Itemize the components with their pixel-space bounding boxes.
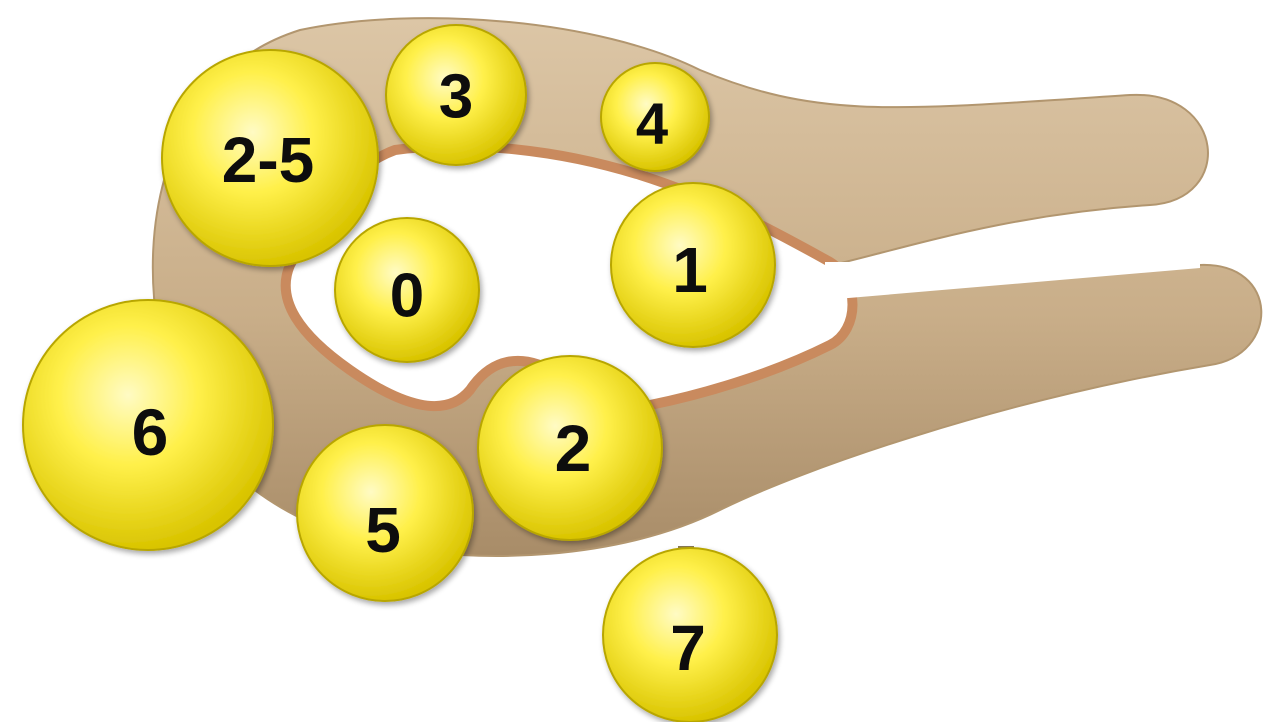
node-5-label: 5 xyxy=(365,494,401,566)
node-2-5-label: 2-5 xyxy=(222,124,315,196)
node-1: 1 xyxy=(611,183,775,347)
node-3: 3 xyxy=(386,25,526,165)
node-2-label: 2 xyxy=(555,411,592,485)
node-7-label: 7 xyxy=(670,612,706,684)
node-3-label: 3 xyxy=(439,63,473,132)
node-0: 0 xyxy=(335,218,479,362)
node-1-label: 1 xyxy=(672,234,708,306)
node-4-label: 4 xyxy=(636,92,668,157)
node-2-5: 2-5 xyxy=(162,50,378,266)
node-7: 7 xyxy=(603,548,777,722)
node-5: 5 xyxy=(297,425,473,601)
node-2: 2 xyxy=(478,356,662,540)
node-4: 4 xyxy=(601,63,709,171)
node-6-label: 6 xyxy=(132,395,169,469)
node-0-label: 0 xyxy=(390,262,424,331)
node-6: 6 xyxy=(23,300,273,550)
